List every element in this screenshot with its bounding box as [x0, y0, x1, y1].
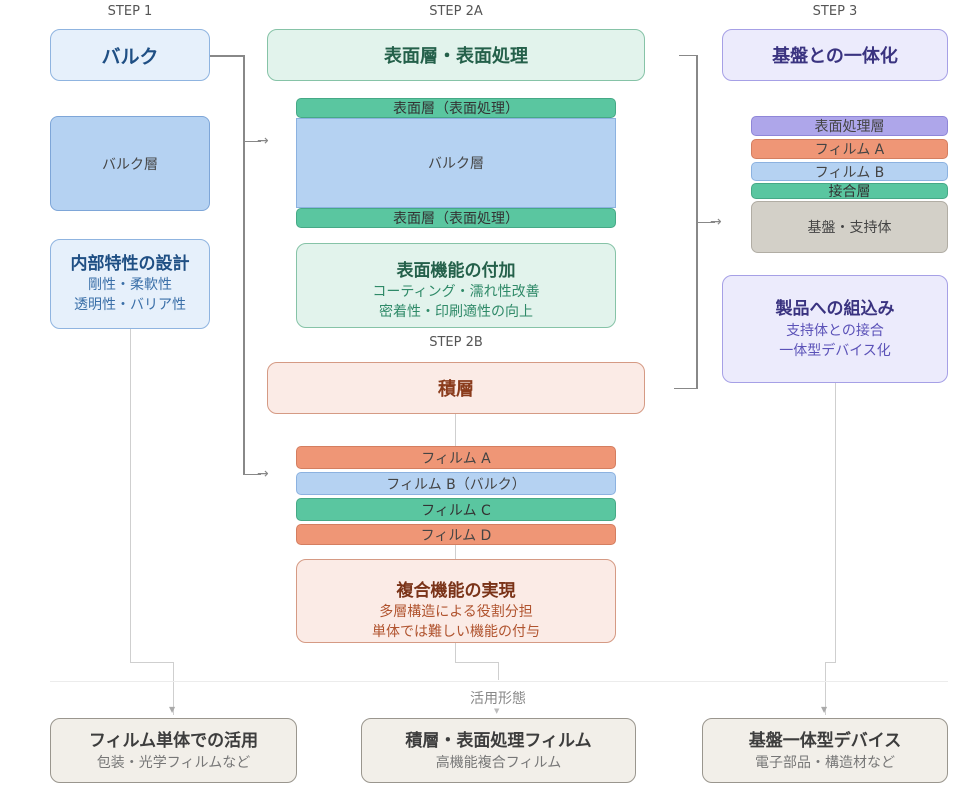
composite-function-line: 多層構造による役割分担 — [379, 604, 533, 620]
composite-function-box[interactable]: 複合機能の実現 多層構造による役割分担 単体では難しい機能の付与 — [296, 559, 616, 643]
film-a-layer[interactable]: フィルム A — [296, 446, 616, 469]
usage-title: 基盤一体型デバイス — [748, 730, 902, 751]
connector-to-2b — [243, 474, 261, 475]
internal-design-line: 剛性・柔軟性 — [88, 277, 172, 293]
surface-bulk-layer-label: バルク層 — [428, 156, 484, 172]
connector-2a-right — [679, 55, 696, 56]
internal-design-title: 内部特性の設計 — [70, 254, 190, 274]
step3-film-b-label: フィルム B — [814, 164, 885, 181]
step1-label: STEP 1 — [107, 4, 153, 19]
surface-header-box[interactable]: 表面層・表面処理 — [267, 29, 645, 81]
connector-lamination-down — [455, 414, 456, 446]
surface-function-box[interactable]: 表面機能の付加 コーティング・濡れ性改善 密着性・印刷適性の向上 — [296, 243, 616, 328]
surface-layer-top-label: 表面層（表面処理） — [393, 101, 519, 117]
film-c-layer[interactable]: フィルム C — [296, 498, 616, 521]
surface-layer-top[interactable]: 表面層（表面処理） — [296, 98, 616, 118]
usage-title: フィルム単体での活用 — [88, 730, 259, 751]
product-integration-line: 一体型デバイス化 — [779, 343, 891, 359]
connector-bulk-right — [210, 55, 244, 57]
film-c-label: フィルム C — [421, 502, 491, 519]
bulk-header-title: バルク — [101, 45, 159, 68]
film-a-label: フィルム A — [421, 450, 491, 467]
integration-header-box[interactable]: 基盤との一体化 — [722, 29, 948, 81]
arrow-down-icon: ▼ — [821, 705, 828, 714]
usage-label: 活用形態 — [470, 691, 526, 707]
surface-header-title: 表面層・表面処理 — [384, 46, 528, 67]
surface-layer-bottom-label: 表面層（表面処理） — [393, 211, 519, 227]
connector-step3-down — [835, 383, 836, 662]
integration-header-title: 基盤との一体化 — [772, 46, 898, 67]
lamination-header-box[interactable]: 積層 — [267, 362, 645, 414]
internal-design-box[interactable]: 内部特性の設計 剛性・柔軟性 透明性・バリア性 — [50, 239, 210, 329]
usage-film-single[interactable]: フィルム単体での活用 包装・光学フィルムなど — [50, 718, 297, 783]
surface-bulk-layer[interactable]: バルク層 — [296, 118, 616, 208]
usage-sub: 電子部品・構造材など — [755, 754, 895, 771]
arrow-right-icon: → — [710, 214, 722, 230]
internal-design-line: 透明性・バリア性 — [74, 297, 186, 313]
connector-step1-down — [130, 329, 131, 662]
step3-film-a-label: フィルム A — [814, 142, 885, 158]
connector-bulk-vertical — [243, 55, 245, 475]
connector-2b-final — [498, 662, 499, 680]
substrate-layer[interactable]: 基盤・支持体 — [751, 201, 948, 253]
step3-label: STEP 3 — [812, 4, 858, 19]
composite-function-title: 複合機能の実現 — [396, 581, 516, 601]
connector-step3-bend — [825, 662, 836, 663]
usage-title: 積層・表面処理フィルム — [405, 730, 592, 751]
product-integration-line: 支持体との接合 — [786, 323, 884, 339]
bonding-layer[interactable]: 接合層 — [751, 183, 948, 199]
film-d-label: フィルム D — [420, 527, 492, 544]
composite-function-line: 単体では難しい機能の付与 — [372, 624, 540, 640]
usage-sub: 包装・光学フィルムなど — [96, 754, 251, 771]
connector-step1-final — [173, 662, 174, 715]
arrow-right-icon: → — [257, 133, 269, 149]
step2b-label: STEP 2B — [429, 335, 483, 350]
surface-function-line: 密着性・印刷適性の向上 — [379, 304, 533, 320]
bonding-layer-label: 接合層 — [828, 184, 871, 199]
substrate-layer-label: 基盤・支持体 — [807, 220, 892, 236]
surface-function-line: コーティング・濡れ性改善 — [372, 284, 540, 300]
arrow-down-icon: ▼ — [169, 705, 176, 714]
step3-film-a-layer[interactable]: フィルム A — [751, 139, 948, 159]
connector-stack-down — [455, 545, 456, 559]
usage-divider — [50, 681, 948, 682]
treatment-layer[interactable]: 表面処理層 — [751, 116, 948, 136]
bulk-layer-label: バルク層 — [102, 156, 158, 173]
arrow-right-icon: → — [257, 466, 269, 482]
product-integration-box[interactable]: 製品への組込み 支持体との接合 一体型デバイス化 — [722, 275, 948, 383]
arrow-down-icon: ▼ — [494, 707, 500, 715]
connector-step1-bend — [130, 662, 174, 663]
connector-step3-final — [825, 662, 826, 715]
surface-layer-bottom[interactable]: 表面層（表面処理） — [296, 208, 616, 228]
step3-film-b-layer[interactable]: フィルム B — [751, 162, 948, 181]
film-d-layer[interactable]: フィルム D — [296, 524, 616, 545]
usage-laminated-film[interactable]: 積層・表面処理フィルム 高機能複合フィルム — [361, 718, 636, 783]
connector-2b-right — [674, 388, 697, 389]
usage-sub: 高機能複合フィルム — [435, 754, 562, 771]
connector-2b-bend — [455, 662, 499, 663]
connector-to-step3 — [697, 222, 715, 223]
usage-substrate-device[interactable]: 基盤一体型デバイス 電子部品・構造材など — [702, 718, 948, 783]
bulk-header-box[interactable]: バルク — [50, 29, 210, 81]
connector-to-2a — [243, 141, 261, 142]
step2a-label: STEP 2A — [429, 4, 483, 19]
surface-function-title: 表面機能の付加 — [396, 261, 516, 281]
lamination-header-title: 積層 — [438, 379, 474, 400]
bulk-layer-box[interactable]: バルク層 — [50, 116, 210, 211]
product-integration-title: 製品への組込み — [775, 299, 895, 319]
film-b-layer[interactable]: フィルム B（バルク） — [296, 472, 616, 495]
connector-2b-down — [455, 643, 456, 662]
treatment-layer-label: 表面処理層 — [814, 119, 885, 135]
film-b-label: フィルム B（バルク） — [386, 476, 526, 493]
